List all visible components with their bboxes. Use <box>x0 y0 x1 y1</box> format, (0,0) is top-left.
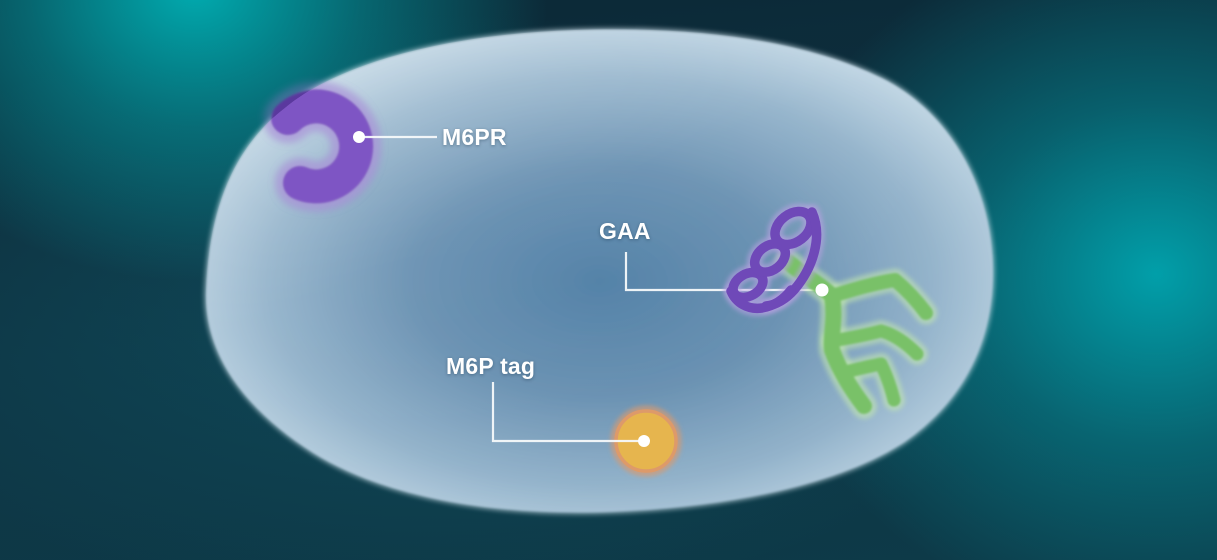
m6p-tag-label: M6P tag <box>446 353 536 379</box>
gaa-glycan-scribble <box>723 203 825 317</box>
gaa-enzyme-lower-branch <box>838 357 901 407</box>
m6pr-label: M6PR <box>442 124 507 150</box>
gaa-enzyme-middle-branch <box>825 324 924 361</box>
gaa-connector-dot <box>815 283 829 297</box>
m6pr-connector-dot <box>353 131 365 143</box>
m6p-connector-dot <box>638 435 650 447</box>
gaa-enzyme-green <box>775 249 938 419</box>
m6p-connector-line <box>491 382 642 443</box>
m6pr-callout-connector <box>353 131 437 143</box>
cell-sheen-highlight <box>205 29 994 513</box>
cell-body <box>203 27 996 515</box>
gaa-enzyme-trunk <box>780 254 872 414</box>
gaa-glycan-body <box>726 206 822 314</box>
gaa-enzyme-body <box>780 254 933 414</box>
gaa-label: GAA <box>599 218 651 244</box>
gaa-enzyme-upper-branch <box>825 273 933 320</box>
m6p-callout-connector <box>491 382 650 447</box>
